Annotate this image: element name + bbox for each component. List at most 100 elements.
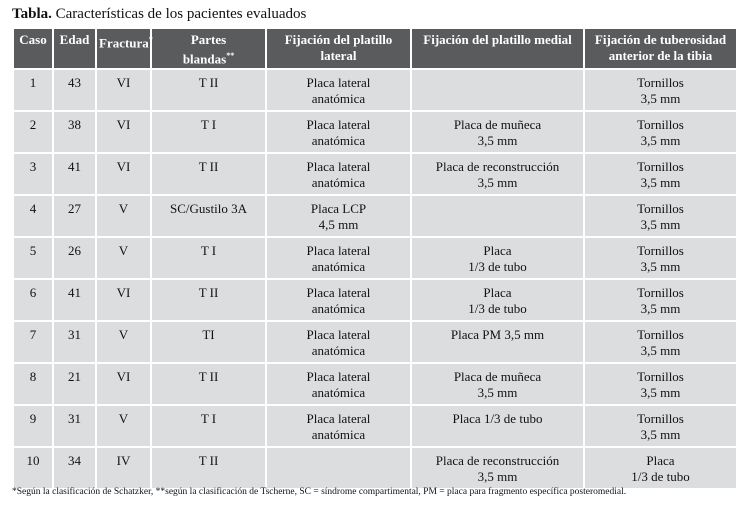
cell-line: T II	[198, 369, 219, 384]
cell-line: 31	[68, 327, 81, 342]
cell-line: Tornillos	[637, 159, 684, 174]
cell-line: 1	[29, 75, 37, 90]
table-cell: T II	[150, 152, 267, 196]
table-cell: 41	[52, 278, 97, 322]
table-cell: VI	[95, 152, 152, 196]
cell-line: 6	[29, 285, 37, 300]
cell-line: 4	[29, 201, 37, 216]
column-header: Caso	[12, 27, 54, 70]
table-cell: 2	[12, 110, 54, 154]
cell-line: 3,5 mm	[477, 133, 518, 148]
cell-line: T I	[200, 117, 217, 132]
cell-line: Placa lateral	[306, 75, 371, 90]
table-cell: Placa 1/3 de tubo	[410, 404, 585, 448]
table-cell: V	[95, 236, 152, 280]
cell-line: VI	[116, 117, 131, 132]
cell-line: VI	[116, 75, 131, 90]
table-cell: 27	[52, 194, 97, 238]
cell-line: 8	[29, 369, 37, 384]
title-label: Tabla.	[12, 6, 52, 22]
cell-line: IV	[116, 453, 131, 468]
cell-line: Placa PM 3,5 mm	[450, 327, 545, 342]
column-header: Fijación del platillo medial	[410, 27, 585, 70]
cell-line: anatómica	[311, 175, 366, 190]
cell-line: 3,5 mm	[640, 301, 681, 316]
title-text: Características de los pacientes evaluad…	[51, 6, 307, 22]
cell-line: 3,5 mm	[477, 469, 518, 484]
header-line: anterior de la tibia	[608, 48, 713, 63]
table-cell: TI	[150, 320, 267, 364]
cell-line: anatómica	[311, 343, 366, 358]
cell-line: 2	[29, 117, 37, 132]
cell-line: VI	[116, 285, 131, 300]
table-cell	[410, 68, 585, 112]
cell-line: 43	[68, 75, 81, 90]
table-cell: 6	[12, 278, 54, 322]
header-line: blandas	[182, 51, 227, 67]
table-cell: 26	[52, 236, 97, 280]
cell-line: Placa de reconstrucción	[435, 453, 560, 468]
table-cell: V	[95, 194, 152, 238]
cell-line: 27	[68, 201, 81, 216]
cell-line: 3,5 mm	[640, 427, 681, 442]
cell-line: anatómica	[311, 133, 366, 148]
cell-line: 9	[29, 411, 37, 426]
cell-line: anatómica	[311, 301, 366, 316]
table-cell: T II	[150, 446, 267, 490]
cell-line: 5	[29, 243, 37, 258]
cell-line: 3,5 mm	[640, 343, 681, 358]
cell-line: 1/3 de tubo	[631, 469, 690, 484]
cell-line: Placa lateral	[306, 411, 371, 426]
cell-line: SC/Gustilo 3A	[170, 201, 247, 216]
table-cell: T II	[150, 362, 267, 406]
table-cell	[265, 446, 412, 490]
cell-line: Placa lateral	[306, 243, 371, 258]
cell-line: 3,5 mm	[477, 385, 518, 400]
cell-line: 3,5 mm	[477, 175, 518, 190]
cell-line: 3,5 mm	[640, 259, 681, 274]
footnote-marker: *	[148, 35, 153, 44]
header-line: Fijación del platillo medial	[423, 32, 572, 47]
table-title: Tabla. Características de los pacientes …	[12, 5, 306, 23]
table-cell: T I	[150, 110, 267, 154]
table-cell: SC/Gustilo 3A	[150, 194, 267, 238]
cell-line: Tornillos	[637, 327, 684, 342]
cell-line: 41	[68, 285, 81, 300]
table-cell: 5	[12, 236, 54, 280]
cell-line: TI	[202, 327, 215, 342]
table-cell: V	[95, 320, 152, 364]
cell-line: V	[118, 327, 129, 342]
cell-line: Tornillos	[637, 285, 684, 300]
cell-line: 34	[68, 453, 81, 468]
cell-line: Placa	[483, 285, 512, 300]
cell-line: anatómica	[311, 91, 366, 106]
cell-line: 3,5 mm	[640, 175, 681, 190]
table-cell: VI	[95, 362, 152, 406]
cell-line: Tornillos	[637, 369, 684, 384]
cell-line: Tornillos	[637, 117, 684, 132]
cell-line: Placa lateral	[306, 117, 371, 132]
cell-line: 3,5 mm	[640, 91, 681, 106]
cell-line: Tornillos	[637, 243, 684, 258]
header-line: Edad	[59, 32, 90, 47]
table-cell: VI	[95, 278, 152, 322]
